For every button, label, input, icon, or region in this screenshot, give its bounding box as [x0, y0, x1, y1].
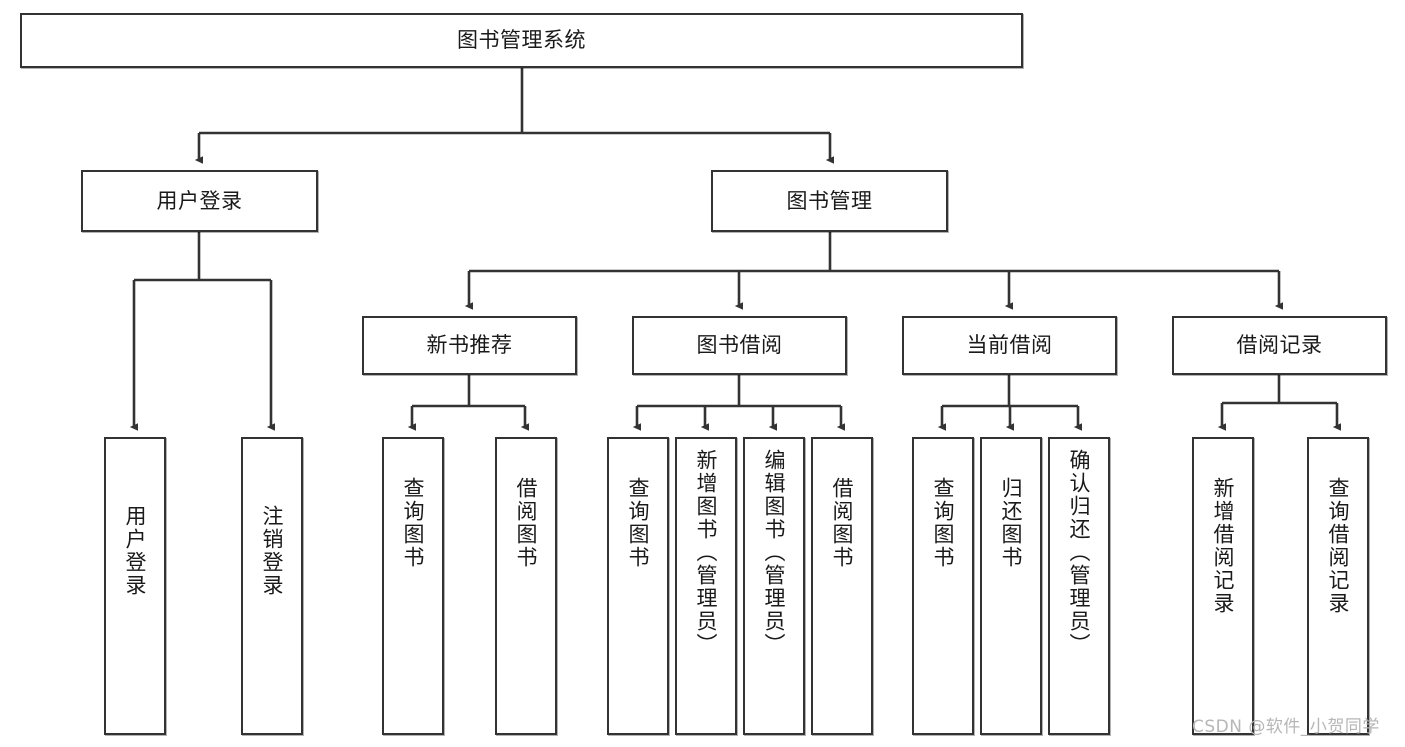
node-leaf-add-record[interactable]: 新增借阅记录: [1192, 437, 1254, 735]
node-leaf-confirm-return[interactable]: 确认归还（管理员）: [1048, 437, 1110, 735]
node-leaf-add-book[interactable]: 新增图书（管理员）: [675, 437, 737, 735]
node-book-manage-label: 图书管理: [786, 188, 873, 213]
csdn-watermark: CSDN @软件_小贺同学: [1192, 717, 1380, 737]
node-leaf-add-book-label: 新增图书（管理员）: [694, 449, 719, 656]
node-book-borrow[interactable]: 图书借阅: [632, 316, 847, 375]
node-book-borrow-label: 图书借阅: [696, 333, 783, 358]
node-root-system[interactable]: 图书管理系统: [20, 13, 1023, 68]
node-current-borrow[interactable]: 当前借阅: [902, 316, 1117, 375]
node-leaf-user-login-label: 用户登录: [123, 505, 148, 597]
node-leaf-logout-login[interactable]: 注销登录: [241, 437, 303, 735]
node-leaf-query-record[interactable]: 查询借阅记录: [1307, 437, 1369, 735]
node-leaf-query-book-3[interactable]: 查询图书: [912, 437, 974, 735]
node-leaf-query-book-1[interactable]: 查询图书: [382, 437, 444, 735]
node-leaf-edit-book-label: 编辑图书（管理员）: [762, 449, 787, 656]
node-leaf-query-book-2-label: 查询图书: [626, 477, 651, 569]
node-leaf-query-book-2[interactable]: 查询图书: [607, 437, 669, 735]
node-leaf-borrow-book-1-label: 借阅图书: [514, 477, 539, 569]
node-leaf-borrow-book-2[interactable]: 借阅图书: [811, 437, 873, 735]
node-leaf-query-book-1-label: 查询图书: [401, 477, 426, 569]
node-borrow-record[interactable]: 借阅记录: [1172, 316, 1387, 375]
node-current-borrow-label: 当前借阅: [966, 333, 1053, 358]
node-book-manage[interactable]: 图书管理: [711, 170, 948, 232]
node-leaf-edit-book[interactable]: 编辑图书（管理员）: [743, 437, 805, 735]
node-borrow-record-label: 借阅记录: [1236, 333, 1323, 358]
node-leaf-logout-login-label: 注销登录: [260, 505, 285, 597]
node-new-book-recommend[interactable]: 新书推荐: [362, 316, 577, 375]
node-leaf-return-book-label: 归还图书: [999, 477, 1024, 569]
node-leaf-query-record-label: 查询借阅记录: [1326, 477, 1351, 615]
node-leaf-query-book-3-label: 查询图书: [931, 477, 956, 569]
node-leaf-return-book[interactable]: 归还图书: [980, 437, 1042, 735]
node-leaf-add-record-label: 新增借阅记录: [1211, 477, 1236, 615]
node-leaf-borrow-book-1[interactable]: 借阅图书: [495, 437, 557, 735]
node-user-login[interactable]: 用户登录: [81, 170, 318, 232]
node-leaf-borrow-book-2-label: 借阅图书: [830, 477, 855, 569]
node-user-login-label: 用户登录: [156, 188, 243, 213]
node-root-system-label: 图书管理系统: [457, 28, 586, 53]
node-new-book-recommend-label: 新书推荐: [426, 333, 513, 358]
node-leaf-user-login[interactable]: 用户登录: [104, 437, 166, 735]
node-leaf-confirm-return-label: 确认归还（管理员）: [1067, 449, 1092, 656]
